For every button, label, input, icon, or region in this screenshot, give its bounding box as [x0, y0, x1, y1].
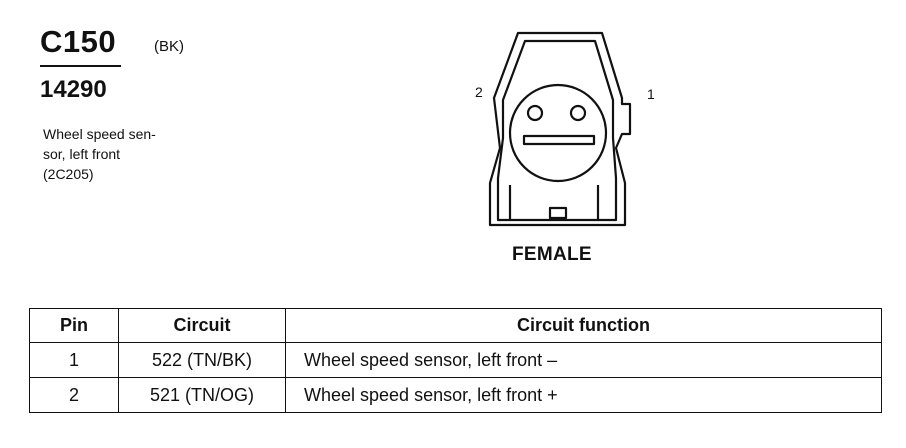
- table-row: 2 521 (TN/OG) Wheel speed sensor, left f…: [29, 377, 882, 413]
- connector-gender: FEMALE: [512, 244, 592, 265]
- pin-cavity-1: [569, 104, 587, 122]
- circuit-cell: 522 (TN/BK): [118, 342, 286, 378]
- function-cell: Wheel speed sensor, left front +: [285, 377, 882, 413]
- pin-cell: 1: [29, 342, 119, 378]
- pin-label-1: 1: [647, 86, 655, 102]
- function-cell: Wheel speed sensor, left front –: [285, 342, 882, 378]
- description-line: (2C205): [43, 166, 94, 182]
- connector-id: C150: [40, 24, 117, 59]
- connector-description: Wheel speed sen- sor, left front (2C205): [43, 124, 156, 184]
- column-header-pin: Pin: [29, 308, 119, 343]
- column-header-function: Circuit function: [285, 308, 882, 343]
- connector-housing-outline: [488, 31, 632, 227]
- table-row: 1 522 (TN/BK) Wheel speed sensor, left f…: [29, 342, 882, 378]
- description-line: Wheel speed sen-: [43, 126, 156, 142]
- connector-key-tab: [548, 206, 568, 220]
- key-slot: [522, 134, 596, 146]
- connector-housing-inner-outline: [496, 39, 618, 222]
- pin-label-2: 2: [475, 84, 483, 100]
- pin-table: Pin Circuit Circuit function 1 522 (TN/B…: [29, 308, 882, 413]
- harness-number: 14290: [40, 76, 107, 103]
- connector-color: (BK): [154, 38, 184, 55]
- connector-face-drawing: [488, 31, 632, 227]
- pin-cavity-2: [526, 104, 544, 122]
- description-line: sor, left front: [43, 146, 121, 162]
- pin-cell: 2: [29, 377, 119, 413]
- title-divider: [40, 65, 121, 67]
- circuit-cell: 521 (TN/OG): [118, 377, 286, 413]
- connector-face: [508, 83, 608, 183]
- column-header-circuit: Circuit: [118, 308, 286, 343]
- table-header-row: Pin Circuit Circuit function: [29, 308, 882, 343]
